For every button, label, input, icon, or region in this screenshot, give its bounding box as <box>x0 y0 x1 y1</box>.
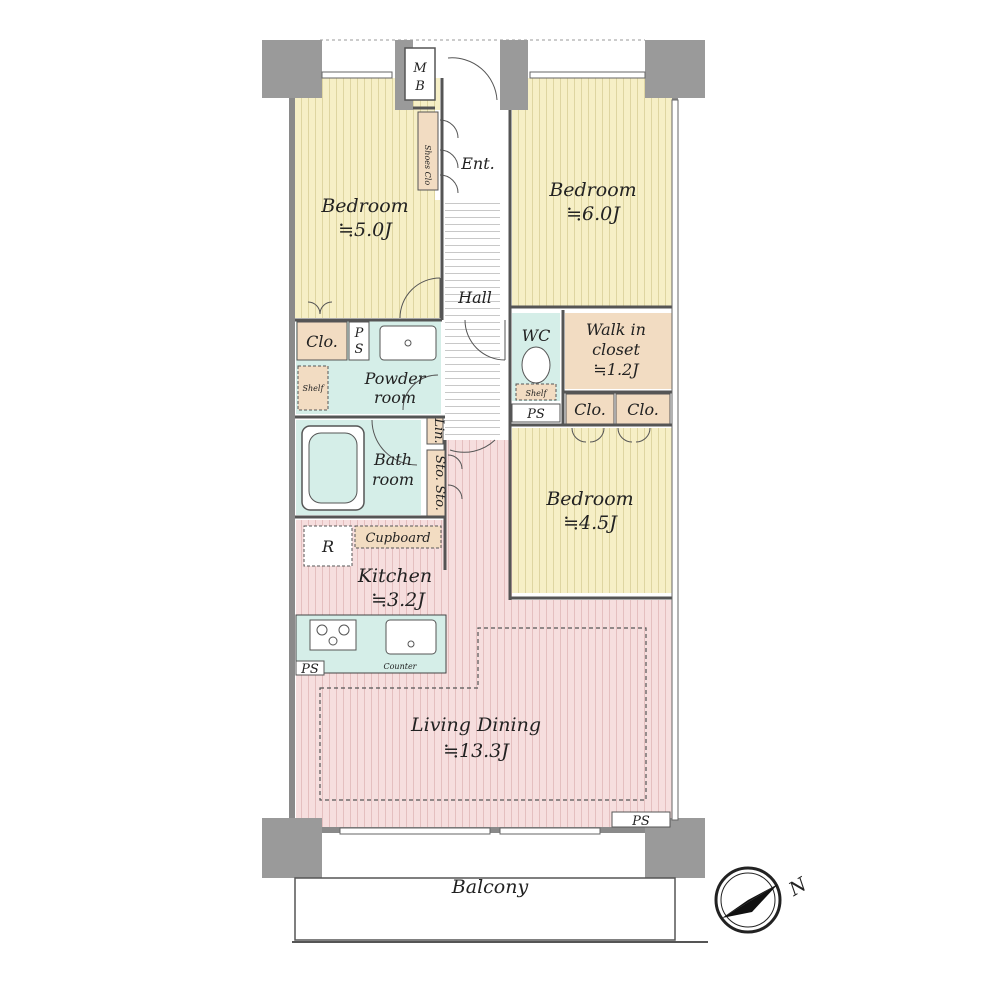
balcony-label: Balcony <box>451 876 529 898</box>
entrance-floor <box>435 110 505 200</box>
burner-1 <box>316 624 328 636</box>
mb-label-bottom: B <box>414 79 425 94</box>
bedroom-east-label: Bedroom <box>545 488 633 510</box>
ps-shaft-kitchen <box>295 660 325 676</box>
refrigerator-space <box>303 525 353 567</box>
meter-box <box>404 47 436 101</box>
counter-label: Counter <box>383 662 417 671</box>
hall-floor <box>445 200 500 435</box>
ps-label-top: P <box>354 326 364 341</box>
ps-wc-label: PS <box>526 407 545 422</box>
kitchen-drain <box>407 640 415 648</box>
toilet-bowl <box>521 346 551 384</box>
ps-living-label: PS <box>631 814 650 829</box>
shoes-closet <box>417 111 439 191</box>
bathtub-inner <box>308 432 358 504</box>
burner-2 <box>338 624 350 636</box>
storage-2-label: Sto. <box>432 485 447 511</box>
kitchen-size: ≒3.2J <box>371 589 426 611</box>
ps-shaft-wc <box>511 403 561 423</box>
door-swings <box>307 57 651 500</box>
bedroom-east-size: ≒4.5J <box>563 512 618 534</box>
bedroom-west-size: ≒5.0J <box>338 219 393 241</box>
bath-room-label-1: Bath <box>373 450 412 469</box>
hall-label: Hall <box>457 288 492 307</box>
column-ne <box>645 40 705 98</box>
linen-label: Lin. <box>431 417 446 443</box>
cupboard <box>354 525 442 549</box>
vanity-sink <box>379 325 437 361</box>
closet-east-2 <box>615 393 671 425</box>
walk-in-closet-label-2: closet <box>592 340 640 359</box>
ps-shaft-vanity <box>348 321 370 361</box>
wc-label: WC <box>522 326 551 345</box>
bedroom-north-floor <box>512 78 672 306</box>
bedroom-north-label: Bedroom <box>548 179 636 201</box>
linen-closet <box>426 417 444 445</box>
toilet-shelf <box>515 383 557 401</box>
windows <box>321 71 679 835</box>
bedroom-west-floor <box>295 78 440 318</box>
closet-west <box>296 321 348 361</box>
column-nw <box>262 40 322 98</box>
wc-shelf-label: Shelf <box>526 389 549 398</box>
walk-in-closet-label-1: Walk in <box>586 320 646 339</box>
bedroom-east-floor <box>512 428 672 593</box>
living-dining-size: ≒13.3J <box>443 740 510 762</box>
vanity-drain <box>404 339 412 347</box>
bath-room-label-2: room <box>372 470 414 489</box>
closet-west-label: Clo. <box>306 332 338 351</box>
balcony-area <box>294 877 676 941</box>
powder-shelf <box>297 365 329 411</box>
ps-label-bottom: S <box>355 342 364 357</box>
ps-shaft-living <box>611 811 671 828</box>
cupboard-label: Cupboard <box>365 531 430 546</box>
bedroom-west-label: Bedroom <box>320 195 408 217</box>
shoes-closet-label: Shoes Clo <box>423 145 432 186</box>
column-se <box>645 818 705 878</box>
kitchen-sink <box>385 619 437 655</box>
storage-1-label: Sto. <box>432 455 447 481</box>
compass-north-label: N <box>784 873 811 902</box>
walk-in-closet-size: ≒1.2J <box>593 360 640 379</box>
refrigerator-label: R <box>321 537 334 556</box>
walk-in-closet-floor <box>565 313 672 389</box>
ps-kitchen-label: PS <box>300 662 319 677</box>
burner-3 <box>328 636 338 646</box>
closet-east-1-label: Clo. <box>574 400 606 419</box>
mb-label-top: M <box>412 61 427 76</box>
powder-room-label-1: Powder <box>364 369 427 388</box>
powder-shelf-label: Shelf <box>303 384 326 393</box>
closet-east-2-label: Clo. <box>627 400 659 419</box>
living-dining-label: Living Dining <box>410 714 541 736</box>
compass <box>714 866 782 934</box>
kitchen-label: Kitchen <box>357 565 432 587</box>
powder-room-label-2: room <box>374 388 416 407</box>
storage-closet <box>426 449 446 517</box>
bedroom-north-size: ≒6.0J <box>566 203 621 225</box>
closet-east-1 <box>565 393 615 425</box>
living-rug-outline <box>319 627 647 801</box>
entrance-label: Ent. <box>460 154 495 173</box>
column-sw <box>262 818 322 878</box>
column-entrance-e <box>500 40 528 110</box>
